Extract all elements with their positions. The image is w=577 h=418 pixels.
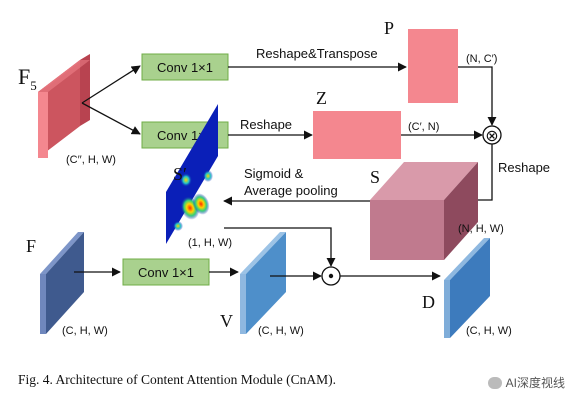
d-block [444, 238, 490, 338]
z-label: Z [316, 88, 327, 108]
v-block [240, 232, 286, 334]
f5-block [38, 54, 90, 158]
z-dims: (C′, N) [408, 121, 439, 133]
p-block [408, 29, 458, 103]
sprime-heatmap [166, 104, 218, 244]
conv-bottom-label: Conv 1×1 [138, 265, 194, 280]
arrow-f5-to-conv-mid [81, 102, 141, 135]
z-block [313, 111, 401, 159]
p-label: P [384, 18, 394, 38]
watermark-text: AI深度视线 [505, 376, 565, 390]
p-dims: (N, C′) [466, 53, 497, 65]
arrow-p-to-otimes [458, 66, 497, 126]
watermark: AI深度视线 [487, 374, 565, 391]
s-block [370, 162, 478, 260]
conv-top-box [141, 53, 229, 81]
f5-dims: (C′′, H, W) [66, 154, 116, 166]
f5-label: F5 [18, 64, 37, 93]
reshape-transpose-label: Reshape&Transpose [256, 46, 378, 61]
f-label: F [26, 236, 36, 256]
v-dims: (C, H, W) [258, 325, 304, 337]
elementwise-dot [328, 273, 334, 279]
sigmoid-label-2: Average pooling [244, 183, 338, 198]
reshape-mid-label: Reshape [240, 117, 292, 132]
d-dims: (C, H, W) [466, 325, 512, 337]
matmul-symbol: ⊗ [485, 128, 498, 145]
arrow-sprime-to-odot [224, 227, 336, 267]
s-dims: (N, H, W) [458, 223, 504, 235]
v-label: V [220, 311, 233, 331]
f-dims: (C, H, W) [62, 325, 108, 337]
reshape-right-label: Reshape [498, 160, 550, 175]
arrow-f5-to-conv-top [81, 65, 141, 104]
wechat-icon [487, 376, 502, 389]
sprime-label: S′ [173, 164, 187, 184]
sigmoid-label-1: Sigmoid & [244, 166, 304, 181]
conv-top-label: Conv 1×1 [157, 60, 213, 75]
d-label: D [422, 292, 435, 312]
f-block [40, 232, 84, 334]
figure-caption: Fig. 4. Architecture of Content Attentio… [18, 372, 336, 387]
s-label: S [370, 167, 380, 187]
sprime-dims: (1, H, W) [188, 237, 232, 249]
